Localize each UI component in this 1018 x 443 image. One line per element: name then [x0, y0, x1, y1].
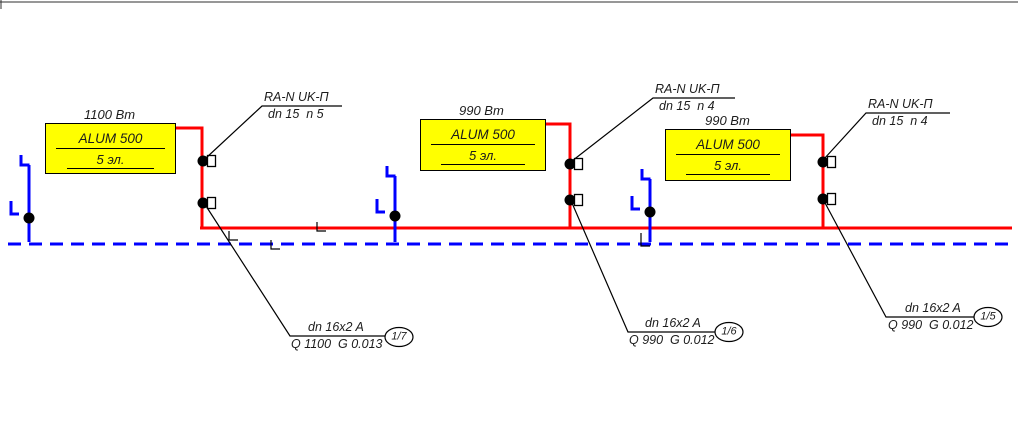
drawing-frame: [0, 0, 1018, 9]
valve-head-icon: [826, 155, 837, 169]
radiator-model-label: ALUM 500: [675, 137, 781, 155]
section-tags: [384, 306, 1003, 348]
leader-valve-1: [205, 105, 342, 159]
valve-label-size: dn 15 n 4: [659, 99, 715, 113]
section-tag-label: 1/7: [391, 330, 407, 343]
supply-pipes: [176, 122, 1012, 230]
radiator-sections-label: 5 эл.: [440, 148, 526, 165]
return-valve-dot-3: [644, 206, 656, 218]
leader-pipe-2: [571, 202, 715, 333]
pipe-label-flow: Q 1100 G 0.013: [291, 337, 383, 351]
return-elbow-2a: [385, 166, 396, 178]
valve-head-icon: [206, 154, 217, 168]
leader-pipe-1: [205, 205, 385, 337]
section-tag-label: 1/5: [980, 310, 996, 323]
radiator-sections-label: 5 эл.: [66, 152, 155, 169]
tag-ellipse-2: [714, 321, 744, 343]
valve-label-size: dn 15 n 5: [268, 107, 324, 121]
return-elbow-3b: [630, 196, 640, 211]
return-valve-dot-1: [23, 212, 35, 224]
supply-branch-radiator-3: [791, 133, 825, 227]
radiator-power-label: 1100 Вт: [84, 107, 136, 122]
radiator-valve-lower-3: [817, 192, 837, 206]
valve-label-type: RA-N UK-П: [655, 82, 720, 96]
return-elbow-2b: [375, 199, 385, 214]
fitting-mark-4: [640, 233, 650, 247]
radiator-block-2: ALUM 500 5 эл.: [420, 119, 546, 171]
return-elbow-3a: [640, 169, 651, 181]
return-pipes: [8, 155, 1012, 246]
supply-branch-radiator-2: [546, 122, 572, 227]
valve-head-icon: [573, 157, 584, 171]
radiator-block-3: ALUM 500 5 эл.: [665, 129, 791, 181]
valve-label-type: RA-N UK-П: [868, 97, 933, 111]
radiator-power-label: 990 Вт: [705, 113, 750, 128]
fitting-mark-3: [316, 222, 326, 232]
valve-ball-icon: [817, 156, 829, 168]
tag-ellipse-1: [384, 326, 414, 348]
radiator-model-label: ALUM 500: [56, 131, 165, 149]
pipe-label-size: dn 16x2 A: [905, 301, 961, 315]
radiator-valve-lower-2: [564, 193, 584, 207]
radiator-valve-upper-2: [564, 157, 584, 171]
pipe-label-size: dn 16x2 A: [308, 320, 364, 334]
valve-ball-icon: [197, 155, 209, 167]
leader-pipe-3: [823, 200, 974, 318]
radiator-valve-upper-3: [817, 155, 837, 169]
radiator-block-1: ALUM 500 5 эл.: [45, 123, 176, 174]
pipe-fitting-marks: [228, 222, 650, 250]
radiator-model-label: ALUM 500: [430, 127, 536, 145]
valve-ball-icon: [197, 197, 209, 209]
return-elbow-1a: [19, 155, 30, 167]
section-tag-label: 1/6: [721, 325, 737, 338]
radiator-sections-label: 5 эл.: [685, 158, 771, 175]
valve-head-icon: [206, 196, 217, 210]
return-valve-dot-2: [389, 210, 401, 222]
valve-label-type: RA-N UK-П: [264, 90, 329, 104]
return-elbow-1b: [9, 201, 19, 216]
pipe-label-flow: Q 990 G 0.012: [629, 333, 715, 347]
valve-ball-icon: [564, 158, 576, 170]
leader-valve-3: [823, 112, 950, 160]
radiator-valve-lower-1: [197, 196, 217, 210]
valve-head-icon: [573, 193, 584, 207]
fitting-mark-1: [228, 231, 238, 241]
tag-ellipse-3: [973, 306, 1003, 328]
fitting-mark-2: [270, 240, 280, 250]
pipe-label-flow: Q 990 G 0.012: [888, 318, 974, 332]
return-valve-dots: [23, 206, 656, 224]
leader-lines: [205, 97, 974, 337]
valve-ball-icon: [564, 194, 576, 206]
pipe-label-size: dn 16x2 A: [645, 316, 701, 330]
radiator-power-label: 990 Вт: [459, 103, 504, 118]
valve-head-icon: [826, 192, 837, 206]
radiator-valve-upper-1: [197, 154, 217, 168]
valve-ball-icon: [817, 193, 829, 205]
valve-label-size: dn 15 n 4: [872, 114, 928, 128]
leader-valve-2: [571, 97, 735, 162]
supply-branch-radiator-1: [176, 126, 204, 227]
